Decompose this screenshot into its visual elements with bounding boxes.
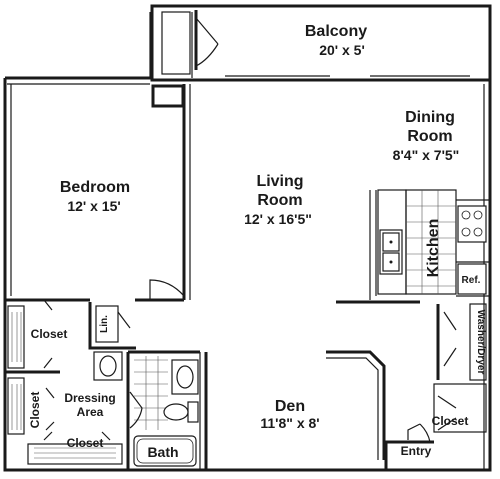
living-size: 12' x 16'5" xyxy=(244,211,312,227)
stove-icon xyxy=(457,205,487,243)
bathtub-icon xyxy=(133,435,197,467)
sliding-door-balcony xyxy=(225,75,470,81)
dining-name-line2: Room xyxy=(407,128,452,145)
bedroom-name: Bedroom xyxy=(60,179,130,196)
toilet-icon xyxy=(163,401,199,423)
linen-closet xyxy=(88,302,136,350)
balcony-storage-door xyxy=(161,10,219,75)
closet-entry-label: Closet xyxy=(432,414,469,428)
room-label-living: Living Room 12' x 16'5" xyxy=(244,173,312,227)
room-label-bedroom: Bedroom 12' x 15' xyxy=(60,179,130,214)
entry-door xyxy=(407,423,431,443)
room-label-dining: Dining Room 8'4" x 7'5" xyxy=(393,109,460,163)
bath-label: Bath xyxy=(147,444,178,460)
washer-dryer-label: Washer/Dryer xyxy=(475,310,486,375)
room-label-dressing: Dressing Area xyxy=(64,391,115,419)
den-size: 11'8" x 8' xyxy=(260,415,319,431)
dressing-name-line1: Dressing xyxy=(64,391,115,405)
dressing-closets xyxy=(7,377,123,465)
closet-bedroom-label: Closet xyxy=(31,327,68,341)
bedroom-size: 12' x 15' xyxy=(67,198,120,214)
den-walls xyxy=(199,350,386,470)
den-name: Den xyxy=(275,398,305,415)
kitchen-walls xyxy=(336,189,490,304)
linen-label: Lin. xyxy=(99,315,110,333)
entry-closet xyxy=(384,383,487,470)
dressing-name-line2: Area xyxy=(77,405,104,419)
entry-label: Entry xyxy=(401,444,432,458)
balcony-size: 20' x 5' xyxy=(319,42,365,58)
dining-name-line1: Dining xyxy=(405,109,455,126)
dining-size: 8'4" x 7'5" xyxy=(393,147,460,163)
bedroom-walls xyxy=(5,84,191,302)
bathroom xyxy=(93,350,200,470)
room-label-den: Den 11'8" x 8' xyxy=(260,398,319,431)
refrigerator-icon xyxy=(457,263,487,295)
closet-dressing-bottom-label: Closet xyxy=(67,436,104,450)
kitchen-floor-tile xyxy=(406,190,456,294)
bedroom-closet xyxy=(5,299,60,374)
column xyxy=(151,84,185,108)
living-name-line2: Room xyxy=(257,192,302,209)
ref-label: Ref. xyxy=(462,275,481,286)
closet-dressing-vertical-label: Closet xyxy=(28,392,42,429)
kitchen-name: Kitchen xyxy=(425,219,442,278)
room-label-balcony: Balcony 20' x 5' xyxy=(305,23,367,58)
living-name-line1: Living xyxy=(256,173,303,190)
washer-dryer-closet xyxy=(436,303,487,381)
balcony-name: Balcony xyxy=(305,23,367,40)
kitchen-sink-icon xyxy=(379,229,403,275)
